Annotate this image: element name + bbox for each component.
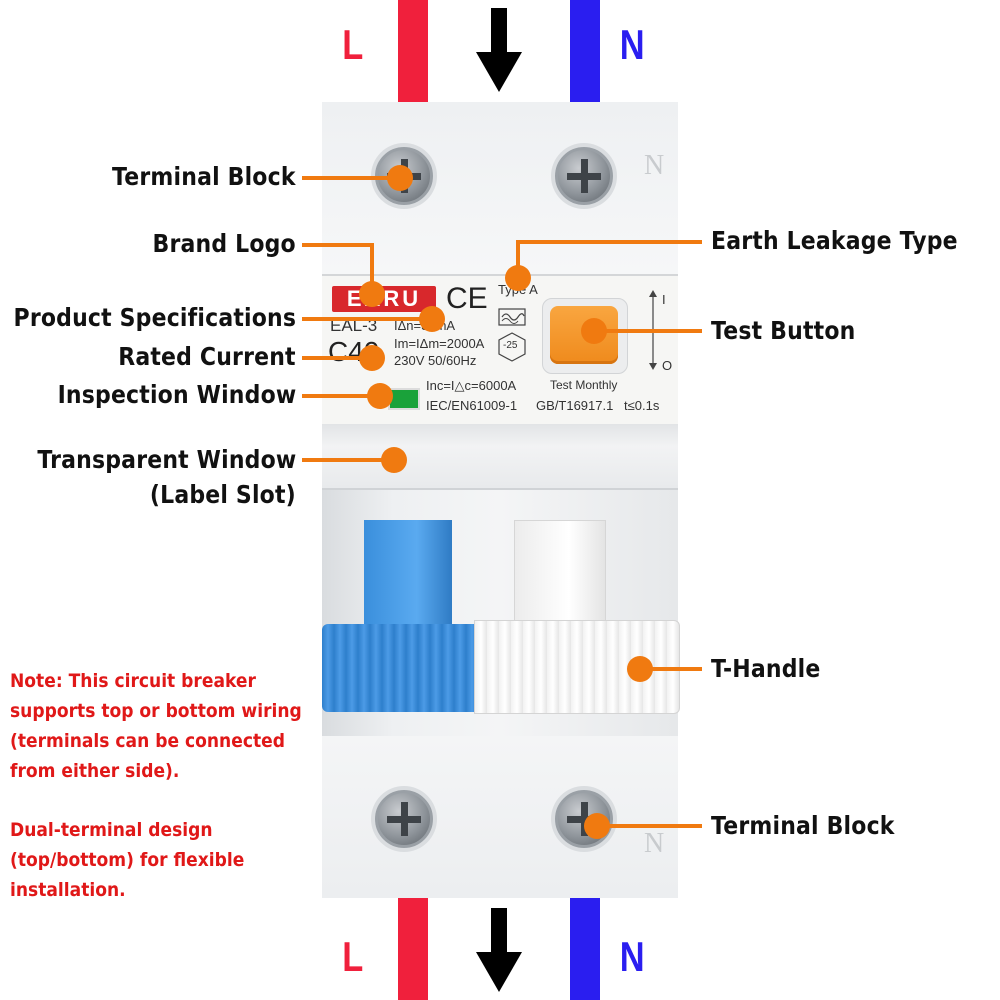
off-mark: O — [662, 358, 673, 373]
top-terminal-housing — [322, 102, 678, 274]
bottom-line-terminal-screw-icon[interactable] — [375, 790, 433, 848]
callout-vline-earth-leakage-type — [516, 242, 520, 278]
note-line: from either side). — [10, 760, 180, 782]
label-t-handle: T-Handle — [711, 654, 821, 683]
label-product-specifications: Product Specifications — [13, 303, 296, 332]
callout-dot-inspection-window — [367, 383, 393, 409]
test-monthly-label: Test Monthly — [550, 378, 618, 392]
standard-iec: IEC/EN61009-1 — [426, 398, 518, 413]
neutral-pole-letter-top: N — [619, 21, 645, 68]
note-line: Dual-terminal design — [10, 819, 213, 841]
note-line: installation. — [10, 879, 126, 901]
label-terminal-block-top: Terminal Block — [112, 162, 296, 191]
voltage-spec: 230V 50/60Hz — [394, 353, 477, 368]
note-line: (terminals can be connected — [10, 730, 285, 752]
inspection-window — [388, 388, 420, 410]
on-mark: I — [662, 292, 666, 307]
standard-gb: GB/T16917.1 — [536, 398, 614, 413]
blue-handle-lever — [364, 520, 452, 635]
callout-dot-brand-logo — [359, 281, 385, 307]
callout-line-terminal-block-bottom — [597, 824, 702, 828]
label-test-button: Test Button — [711, 316, 856, 345]
callout-line-test-button — [594, 329, 702, 333]
label-inspection-window: Inspection Window — [57, 380, 296, 409]
wiring-note: Note: This circuit breaker supports top … — [10, 666, 302, 786]
temperature-value: -25 — [503, 340, 518, 351]
callout-line-terminal-block-top — [302, 176, 400, 180]
ac-waveform-icon — [498, 308, 526, 326]
neutral-wire-top — [570, 0, 600, 102]
callout-line-transparent-window — [302, 458, 394, 462]
arrow-down-icon-top — [476, 8, 522, 92]
line-wire-bottom — [398, 898, 428, 1000]
body-n-mark-bottom: N — [644, 828, 665, 859]
callout-dot-terminal-block-top — [387, 165, 413, 191]
label-transparent-window: Transparent Window — [36, 445, 296, 474]
blue-t-handle[interactable] — [322, 624, 500, 712]
temperature-hexagon-icon — [498, 332, 526, 362]
callout-line-brand-logo — [302, 243, 374, 247]
top-neutral-terminal-screw-icon[interactable] — [555, 147, 613, 205]
label-terminal-block-bottom: Terminal Block — [711, 811, 895, 840]
callout-line-inspection-window — [302, 394, 380, 398]
callout-dot-product-specifications — [419, 306, 445, 332]
trip-time-spec: t≤0.1s — [624, 398, 660, 413]
note-line: (top/bottom) for flexible — [10, 849, 245, 871]
label-earth-leakage-type: Earth Leakage Type — [711, 226, 958, 255]
line-pole-letter-top: L — [342, 21, 364, 68]
callout-line-product-specifications — [302, 317, 432, 321]
line-pole-letter-bottom: L — [342, 933, 364, 980]
line-wire-top — [398, 0, 428, 102]
dual-terminal-note: Dual-terminal design (top/bottom) for fl… — [10, 815, 244, 905]
transparent-window — [322, 424, 678, 490]
callout-vline-brand-logo — [370, 243, 374, 293]
label-brand-logo: Brand Logo — [152, 229, 296, 258]
neutral-pole-letter-bottom: N — [619, 933, 645, 980]
callout-line-rated-current — [302, 356, 372, 360]
inc-spec: Inc=I△c=6000A — [426, 378, 517, 393]
body-n-mark-top: N — [644, 150, 665, 181]
white-handle-lever — [514, 520, 606, 634]
label-transparent-window-slot: (Label Slot) — [150, 480, 296, 509]
callout-line-t-handle — [640, 667, 702, 671]
callout-dot-rated-current — [359, 345, 385, 371]
note-line: Note: This circuit breaker — [10, 670, 256, 692]
im-spec: Im=IΔm=2000A — [394, 336, 485, 351]
callout-line-earth-leakage-type — [516, 240, 702, 244]
callout-dot-transparent-window — [381, 447, 407, 473]
neutral-wire-bottom — [570, 898, 600, 1000]
breaker-body: N EARU CE EAL-3 IΔn=30mA C40 Im=IΔm=2000… — [322, 102, 680, 898]
label-rated-current: Rated Current — [118, 342, 296, 371]
ce-mark: CE — [446, 282, 488, 315]
arrow-down-icon-bottom — [476, 908, 522, 992]
note-line: supports top or bottom wiring — [10, 700, 302, 722]
